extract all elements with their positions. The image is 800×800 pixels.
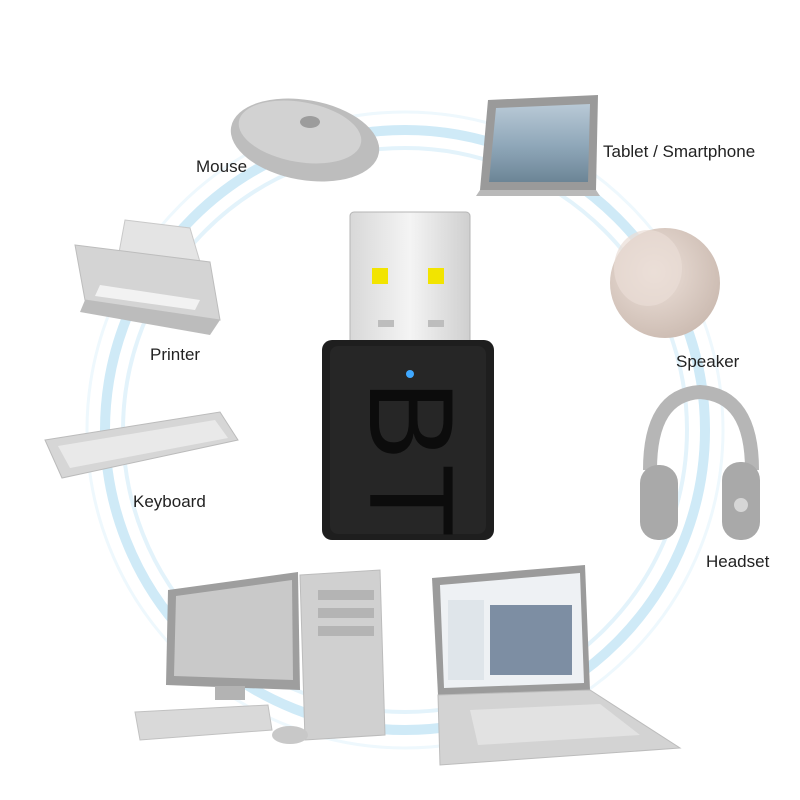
speaker-icon [610,228,720,338]
laptop-icon [432,565,682,766]
bluetooth-dongle: BT [322,211,494,541]
tablet-icon [476,95,600,196]
keyboard-icon [44,411,239,479]
label-printer: Printer [150,345,201,364]
headset-icon [640,384,760,540]
status-led [406,370,414,378]
label-headset: Headset [706,552,770,571]
label-mouse: Mouse [196,157,248,176]
desktop-computer-icon [134,569,386,744]
mouse-icon [230,98,380,182]
dongle-logo: BT [344,380,478,541]
printer-icon [74,219,221,335]
label-tablet-smartphone: Tablet / Smartphone [603,142,756,161]
label-keyboard: Keyboard [133,492,206,511]
label-speaker: Speaker [676,352,740,371]
